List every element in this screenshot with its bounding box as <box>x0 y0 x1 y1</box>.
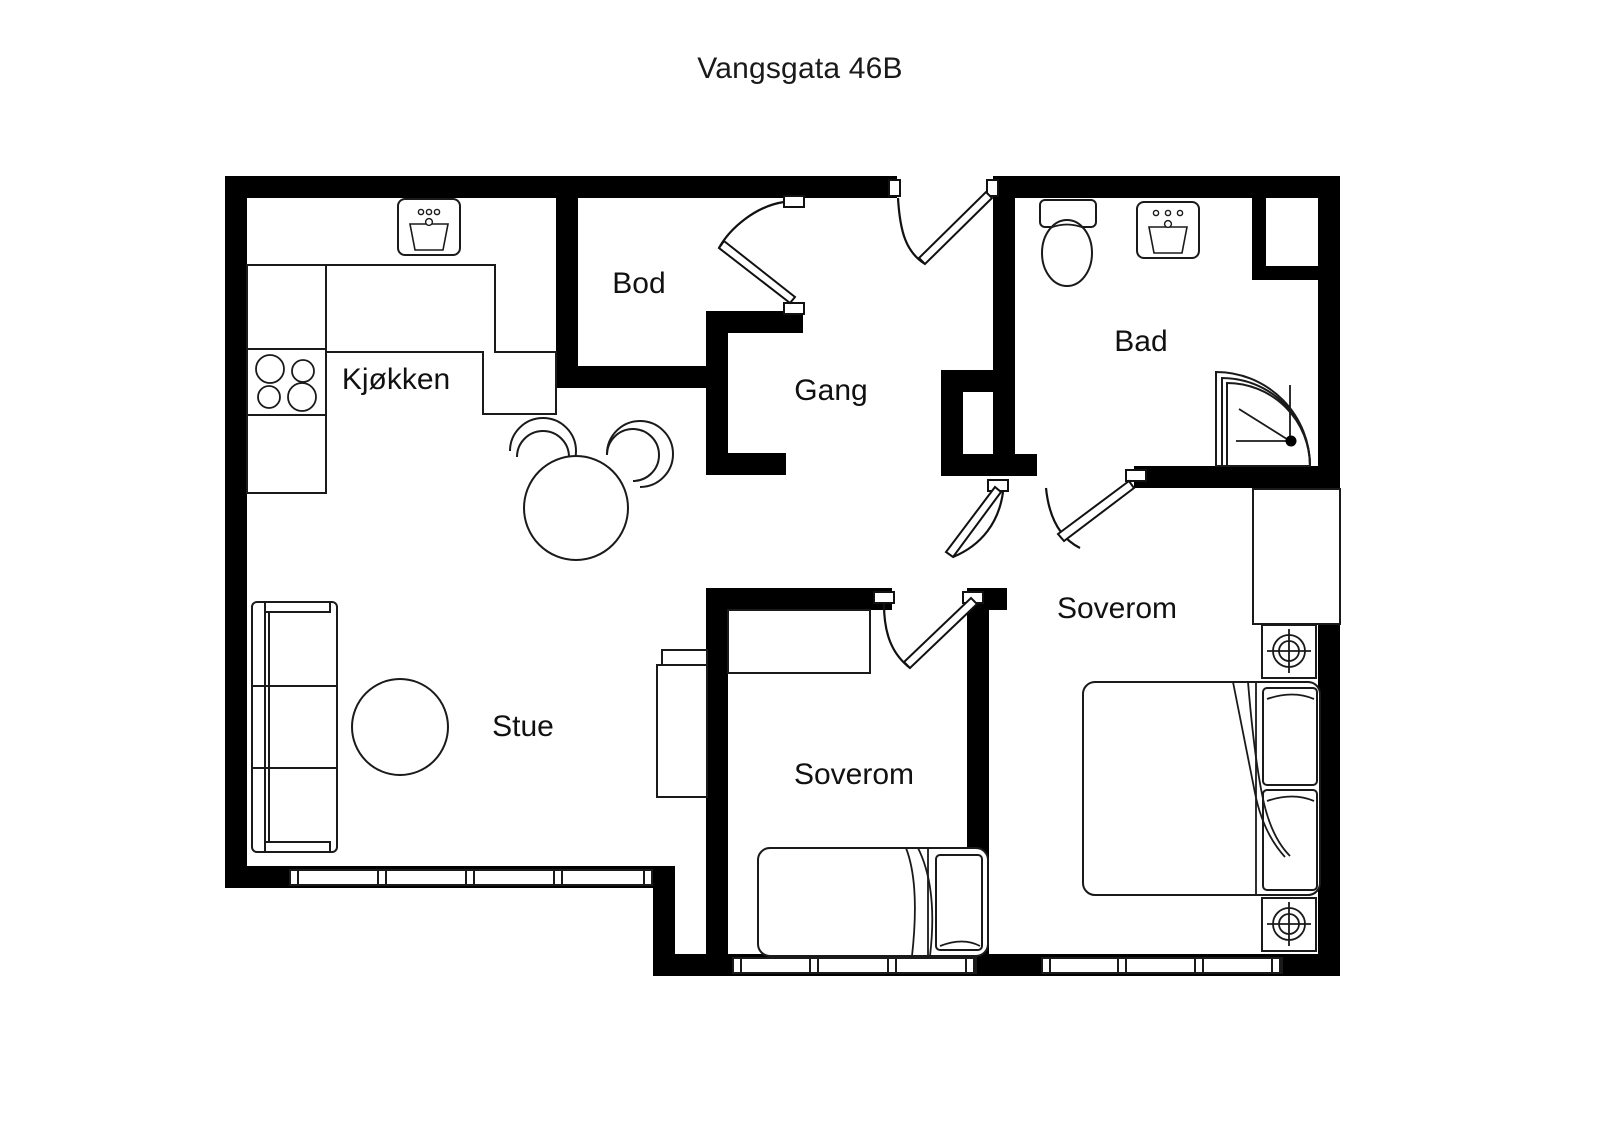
room-label-stue: Stue <box>492 710 554 743</box>
room-label-bod: Bod <box>612 267 665 300</box>
coffee-table-round <box>351 678 449 776</box>
nightstand-with-lamp <box>1261 897 1317 952</box>
bathroom-wash-basin <box>1136 201 1200 259</box>
nightstand-with-lamp <box>1261 624 1317 679</box>
double-bed <box>1082 681 1321 896</box>
dining-chair-round <box>606 420 674 488</box>
bedroom-east-wardrobe <box>1252 488 1341 625</box>
toilet <box>1039 199 1097 287</box>
doors <box>717 179 1147 670</box>
living-room-window <box>289 869 653 886</box>
bathroom-door <box>944 479 1009 559</box>
room-label-gang: Gang <box>794 374 867 407</box>
single-bed <box>757 847 989 957</box>
room-label-bad: Bad <box>1114 325 1167 358</box>
bedroom-south-window <box>732 957 977 974</box>
corner-shower <box>1215 370 1312 467</box>
bedroom-south-wardrobe <box>727 609 871 674</box>
bedroom-east-door <box>1044 469 1147 549</box>
room-label-soverom-ost: Soverom <box>1057 592 1177 625</box>
windows <box>289 869 1283 974</box>
page-title: Vangsgata 46B <box>697 52 903 85</box>
dining-table-round <box>523 455 629 561</box>
fixtures <box>246 198 1341 957</box>
entrance-door <box>888 179 999 266</box>
kitchen-sink <box>397 198 461 256</box>
sofa-three-seat <box>251 601 338 853</box>
bod-door <box>717 195 805 315</box>
room-labels: Kjøkken Bod Gang Bad Stue Soverom Sovero… <box>342 267 1177 791</box>
room-label-kjokken: Kjøkken <box>342 363 450 396</box>
bedroom-south-door <box>873 591 984 670</box>
bedroom-south-shelf-unit <box>656 664 708 798</box>
cooktop-four-burner <box>246 348 327 416</box>
bedroom-east-window <box>1041 957 1283 974</box>
room-label-soverom-sor: Soverom <box>794 758 914 791</box>
